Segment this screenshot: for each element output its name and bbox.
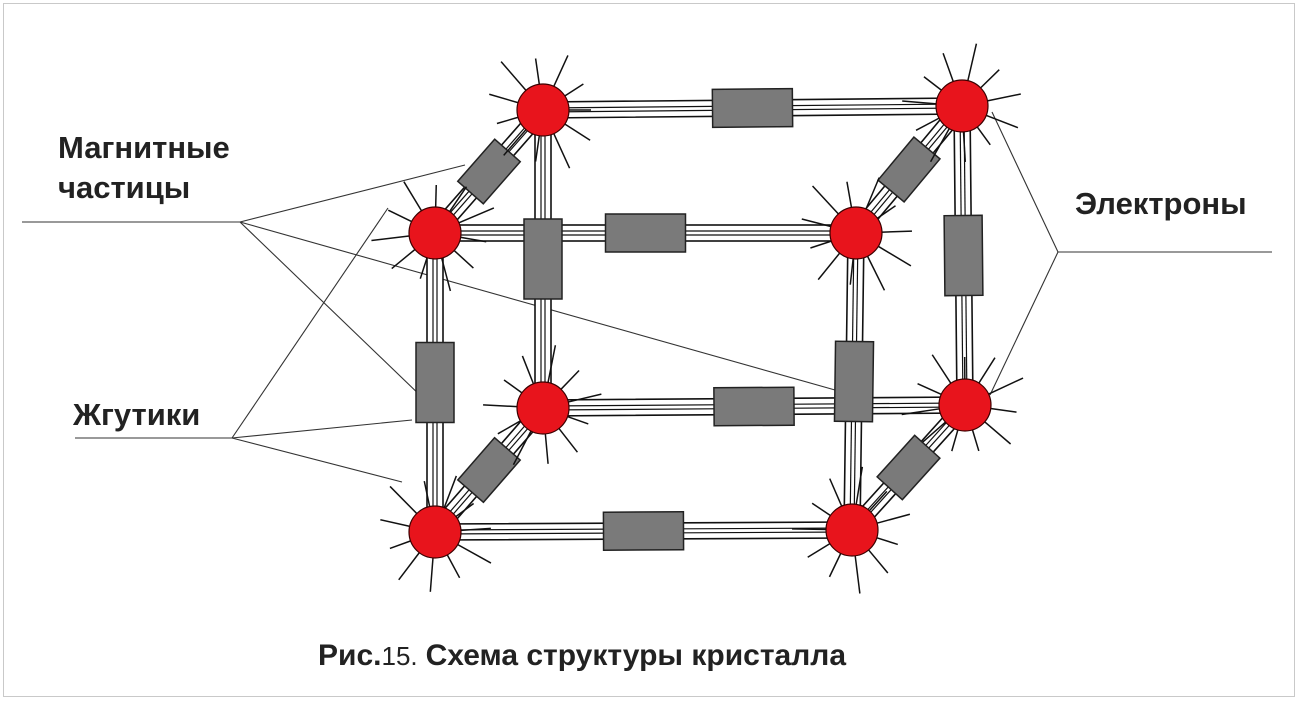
callout-line: [239, 164, 466, 223]
callout-line: [231, 207, 389, 439]
magnetic-particle: [833, 340, 875, 423]
magnetic-particle: [711, 87, 794, 129]
flagella: [901, 354, 1024, 452]
flagella-group: [371, 43, 1024, 594]
flagella: [371, 181, 495, 292]
electron-node: [408, 206, 462, 260]
callout-line: [989, 251, 1059, 396]
electron-node: [829, 206, 883, 260]
callout-line: [991, 111, 1059, 253]
magnetic-particle: [943, 214, 984, 297]
flagella: [489, 55, 591, 169]
electron-node: [825, 503, 879, 557]
flagella: [791, 466, 911, 594]
flagella: [902, 43, 1021, 163]
callout-line: [231, 437, 403, 483]
caption-number: 15.: [381, 641, 417, 671]
callout-lines: [22, 111, 1272, 483]
magnetic-particle: [415, 341, 455, 424]
flagella: [801, 177, 912, 291]
electron-node: [516, 381, 570, 435]
callout-line: [239, 221, 426, 401]
magnetic-particle: [523, 218, 563, 300]
callout-line: [231, 419, 413, 439]
magnetic-particle: [876, 136, 942, 203]
caption-prefix: Рис.: [318, 639, 381, 672]
flagella: [380, 475, 492, 592]
figure-caption: Рис.15. Схема структуры кристалла: [318, 639, 846, 672]
electron-nodes: [408, 79, 992, 559]
magnetic-particle: [604, 213, 687, 253]
electron-node: [516, 83, 570, 137]
label-flagella: Жгутики: [72, 397, 200, 432]
label-electrons: Электроны: [1075, 186, 1247, 221]
magnetic-particle: [876, 434, 941, 501]
magnetic-particle: [713, 386, 795, 427]
flagella: [483, 345, 602, 466]
electron-node: [935, 79, 989, 133]
magnetic-particle: [602, 511, 685, 551]
label-magnetic-particles-line1: Магнитные: [58, 130, 230, 165]
magnetic-particle: [456, 436, 522, 504]
figure-frame: [3, 3, 1295, 697]
magnetic-particles: [415, 87, 984, 551]
electron-node: [938, 378, 992, 432]
electron-node: [408, 505, 462, 559]
label-magnetic-particles-line2: частицы: [58, 170, 190, 205]
caption-text: Схема структуры кристалла: [426, 639, 847, 672]
